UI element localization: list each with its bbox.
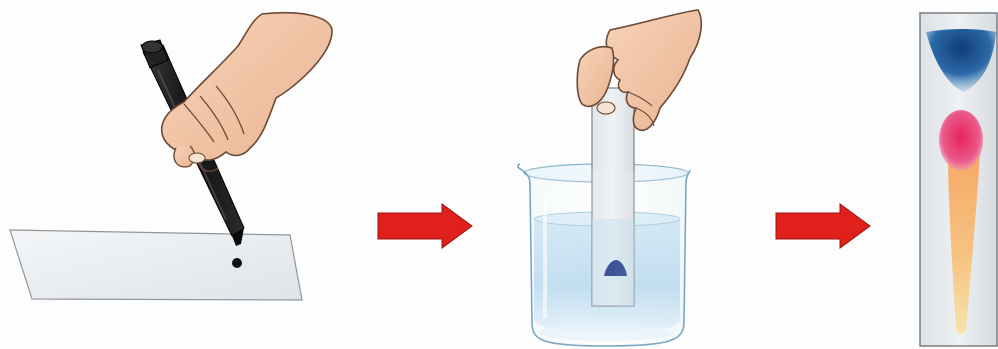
step-developed-chromatogram	[920, 13, 997, 346]
arrow-step1-to-step2	[378, 204, 472, 248]
hand-writing	[162, 13, 332, 171]
arrow-step2-to-step3	[776, 204, 870, 248]
step-mark-ink-dot	[10, 13, 332, 300]
magenta-band	[939, 110, 983, 170]
paper-strip-flat	[10, 230, 302, 300]
ink-dot	[232, 258, 242, 268]
step-dip-strip-in-water	[518, 10, 701, 346]
glass-beaker	[522, 170, 690, 346]
